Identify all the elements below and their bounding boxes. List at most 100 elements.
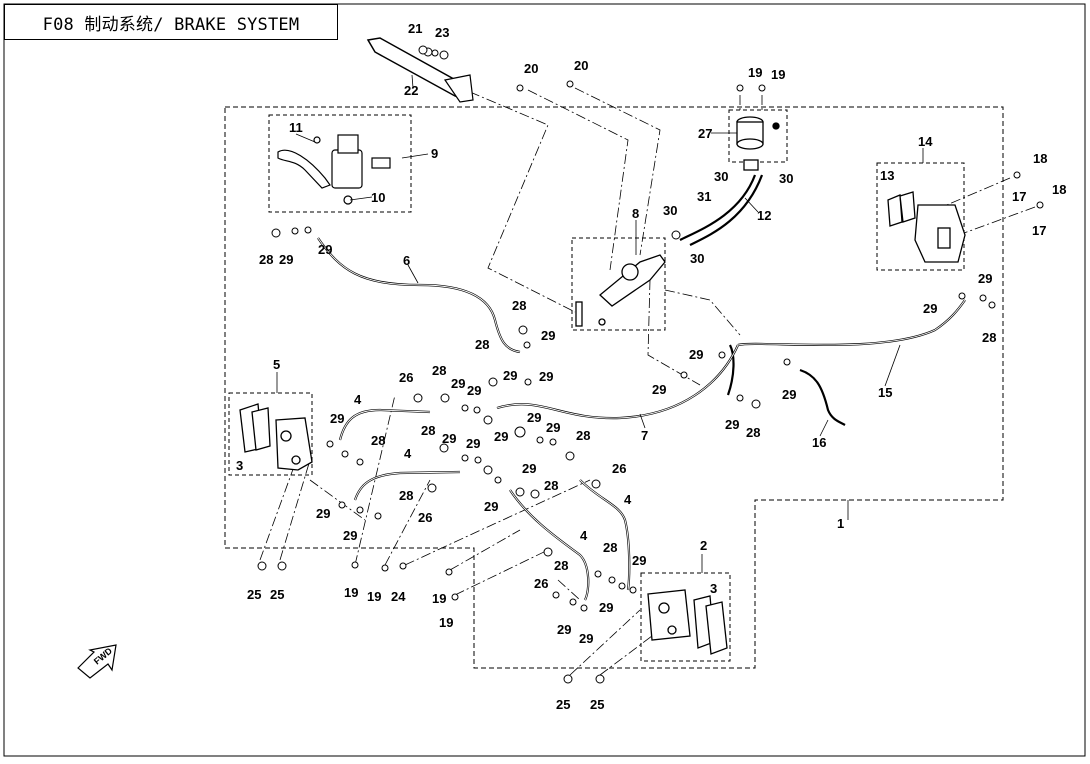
callout-9: 9 <box>431 146 438 161</box>
callout-29: 29 <box>689 347 703 362</box>
callout-18: 18 <box>1033 151 1047 166</box>
callout-11: 11 <box>289 120 303 135</box>
pedal-master-cylinder-box <box>571 237 666 331</box>
callout-29: 29 <box>343 528 357 543</box>
callout-29: 29 <box>527 410 541 425</box>
callout-29: 29 <box>725 417 739 432</box>
callout-29: 29 <box>546 420 560 435</box>
reservoir-box <box>728 109 788 163</box>
callout-29: 29 <box>484 499 498 514</box>
callout-25: 25 <box>556 697 570 712</box>
callout-30: 30 <box>663 203 677 218</box>
callout-19: 19 <box>771 67 785 82</box>
callout-3: 3 <box>236 458 243 473</box>
callout-29: 29 <box>652 382 666 397</box>
callout-29: 29 <box>599 600 613 615</box>
callout-28: 28 <box>544 478 558 493</box>
hand-master-cylinder <box>277 134 391 205</box>
callout-29: 29 <box>466 436 480 451</box>
callout-29: 29 <box>316 506 330 521</box>
callout-25: 25 <box>247 587 261 602</box>
callout-25: 25 <box>590 697 604 712</box>
callout-18: 18 <box>1052 182 1066 197</box>
callout-29: 29 <box>503 368 517 383</box>
callout-29: 29 <box>557 622 571 637</box>
callout-25: 25 <box>270 587 284 602</box>
right-front-caliper <box>647 589 728 655</box>
callout-19: 19 <box>344 585 358 600</box>
callout-19: 19 <box>432 591 446 606</box>
callout-28: 28 <box>746 425 760 440</box>
callout-26: 26 <box>612 461 626 476</box>
callout-29: 29 <box>494 429 508 444</box>
callout-8: 8 <box>632 206 639 221</box>
callout-30: 30 <box>779 171 793 186</box>
callout-28: 28 <box>399 488 413 503</box>
callout-22: 22 <box>404 83 418 98</box>
callout-29: 29 <box>541 328 555 343</box>
callout-19: 19 <box>748 65 762 80</box>
callout-17: 17 <box>1012 189 1026 204</box>
fluid-reservoir <box>736 116 780 171</box>
callout-15: 15 <box>878 385 892 400</box>
callout-28: 28 <box>603 540 617 555</box>
callout-4: 4 <box>354 392 362 407</box>
callout-29: 29 <box>632 553 646 568</box>
leader-lines <box>276 74 924 573</box>
rear-caliper-box <box>876 162 965 271</box>
callout-29: 29 <box>522 461 536 476</box>
brake-lines-highlight <box>317 237 966 601</box>
callout-28: 28 <box>576 428 590 443</box>
callout-26: 26 <box>418 510 432 525</box>
callout-26: 26 <box>399 370 413 385</box>
left-caliper-box <box>228 392 313 476</box>
left-front-caliper <box>239 403 313 471</box>
callout-4: 4 <box>580 528 588 543</box>
callout-23: 23 <box>435 25 449 40</box>
callout-10: 10 <box>371 190 385 205</box>
callout-28: 28 <box>554 558 568 573</box>
callout-28: 28 <box>259 252 273 267</box>
callout-29: 29 <box>451 376 465 391</box>
callout-29: 29 <box>442 431 456 446</box>
right-caliper-box <box>640 572 731 662</box>
callout-19: 19 <box>439 615 453 630</box>
fwd-arrow-icon: FWD <box>77 644 117 679</box>
callout-21: 21 <box>408 21 422 36</box>
callout-17: 17 <box>1032 223 1046 238</box>
callout-4: 4 <box>624 492 632 507</box>
callout-4: 4 <box>404 446 412 461</box>
callout-28: 28 <box>371 433 385 448</box>
callout-27: 27 <box>698 126 712 141</box>
callout-29: 29 <box>923 301 937 316</box>
assembly-boundary <box>224 106 1004 669</box>
callout-28: 28 <box>432 363 446 378</box>
callout-26: 26 <box>534 576 548 591</box>
callout-28: 28 <box>421 423 435 438</box>
master-cylinder-box <box>268 114 412 213</box>
callout-20: 20 <box>524 61 538 76</box>
callout-1: 1 <box>837 516 844 531</box>
callout-14: 14 <box>918 134 933 149</box>
pedal-master-cylinder <box>575 254 666 327</box>
callout-16: 16 <box>812 435 826 450</box>
page-title: F08 制动系统/ BRAKE SYSTEM <box>4 4 338 40</box>
callout-12: 12 <box>757 208 771 223</box>
callout-29: 29 <box>579 631 593 646</box>
callout-6: 6 <box>403 253 410 268</box>
callout-5: 5 <box>273 357 280 372</box>
callout-2: 2 <box>700 538 707 553</box>
alignment-lines <box>259 87 1036 676</box>
rear-caliper <box>887 191 966 263</box>
callout-3: 3 <box>710 581 717 596</box>
callout-30: 30 <box>714 169 728 184</box>
callout-28: 28 <box>982 330 996 345</box>
callout-29: 29 <box>782 387 796 402</box>
brake-lines <box>317 174 966 601</box>
callout-30: 30 <box>690 251 704 266</box>
callout-31: 31 <box>697 189 711 204</box>
outer-border <box>3 3 1086 757</box>
callout-20: 20 <box>574 58 588 73</box>
